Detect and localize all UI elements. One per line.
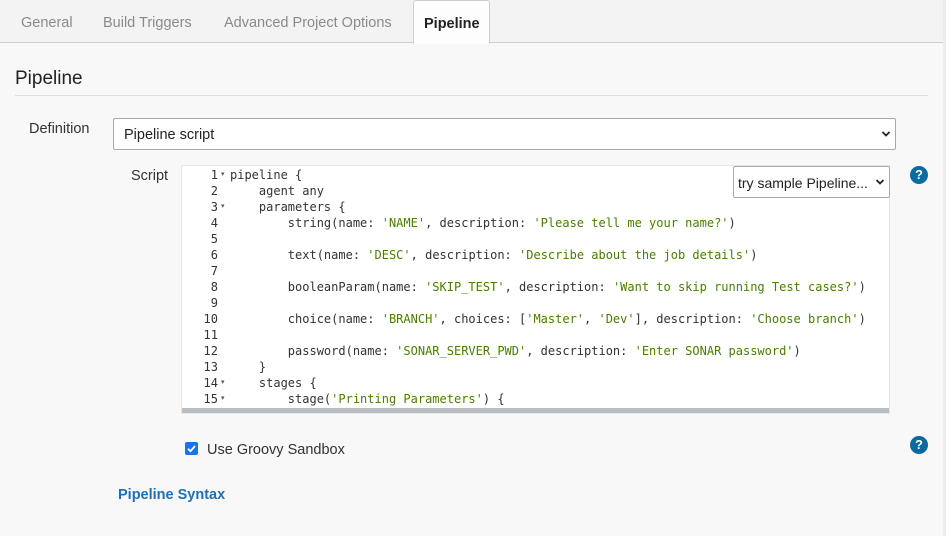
fold-arrow-icon[interactable]: ▾: [221, 203, 225, 210]
line-number: 12: [203, 344, 218, 358]
line-number: 7: [210, 264, 218, 278]
line-number: 6: [210, 248, 218, 262]
line-number: 11: [203, 328, 218, 342]
tab-advanced-project-options[interactable]: Advanced Project Options: [224, 15, 392, 31]
code-line: password(name: 'SONAR_SERVER_PWD', descr…: [230, 344, 801, 358]
line-number: 15: [203, 392, 218, 406]
fold-arrow-icon[interactable]: ▾: [221, 395, 225, 402]
code-line: text(name: 'DESC', description: 'Describ…: [230, 248, 758, 262]
help-icon-script[interactable]: ?: [910, 166, 928, 184]
definition-select[interactable]: Pipeline script: [113, 118, 896, 150]
script-label: Script: [131, 168, 169, 184]
code-line: agent any: [230, 184, 324, 198]
code-line: pipeline {: [230, 168, 303, 182]
line-number: 4: [210, 216, 218, 230]
code-line: booleanParam(name: 'SKIP_TEST', descript…: [230, 280, 866, 294]
tab-pipeline[interactable]: Pipeline: [413, 0, 490, 44]
section-title: Pipeline: [15, 68, 83, 89]
help-icon-sandbox[interactable]: ?: [910, 436, 928, 454]
line-number: 1: [210, 168, 218, 182]
checkmark-icon: [187, 445, 196, 453]
line-number: 8: [210, 280, 218, 294]
code-line: parameters {: [230, 200, 346, 214]
tab-bar: General Build Triggers Advanced Project …: [0, 0, 943, 44]
chevron-down-icon: [881, 131, 891, 137]
code-line: choice(name: 'BRANCH', choices: ['Master…: [230, 312, 866, 326]
section-divider: [15, 95, 928, 96]
tab-build-triggers[interactable]: Build Triggers: [103, 15, 192, 31]
pipeline-syntax-link[interactable]: Pipeline Syntax: [118, 487, 226, 503]
line-number: 2: [210, 184, 218, 198]
definition-label: Definition: [29, 121, 90, 137]
line-number: 5: [210, 232, 218, 246]
line-number: 14: [203, 376, 218, 390]
code-line: string(name: 'NAME', description: 'Pleas…: [230, 216, 736, 230]
code-line: stages {: [230, 376, 317, 390]
line-number: 9: [210, 296, 218, 310]
sample-pipeline-select[interactable]: try sample Pipeline...: [733, 166, 890, 198]
code-area[interactable]: pipeline { agent any parameters { string…: [230, 166, 889, 413]
code-line: }: [230, 360, 267, 374]
page-right-edge: [943, 0, 946, 536]
fold-arrow-icon[interactable]: ▾: [221, 379, 225, 386]
definition-select-value: Pipeline script: [124, 127, 215, 143]
chevron-down-icon: [875, 179, 885, 185]
horizontal-scrollbar[interactable]: [182, 408, 889, 413]
fold-arrow-icon[interactable]: ▾: [221, 171, 225, 178]
tab-general[interactable]: General: [21, 15, 73, 31]
line-number: 3: [210, 200, 218, 214]
groovy-sandbox-label: Use Groovy Sandbox: [207, 442, 345, 458]
sample-pipeline-select-value: try sample Pipeline...: [738, 175, 868, 191]
code-line: stage('Printing Parameters') {: [230, 392, 505, 406]
groovy-sandbox-checkbox[interactable]: [185, 442, 198, 455]
line-number: 10: [203, 312, 218, 326]
line-number: 13: [203, 360, 218, 374]
